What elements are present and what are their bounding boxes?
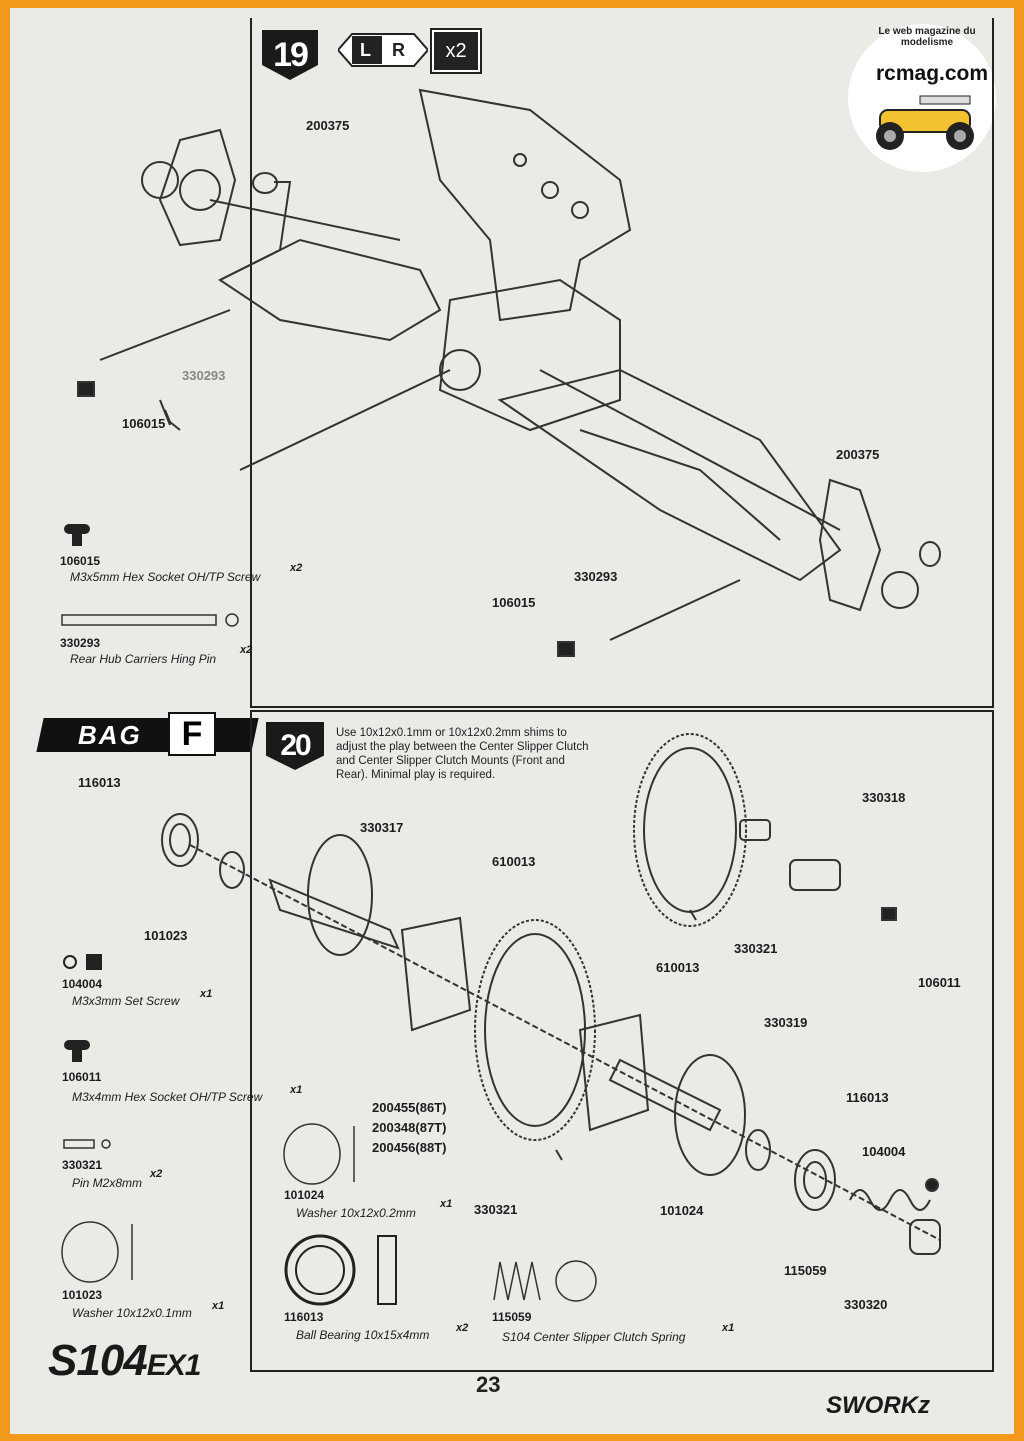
part-106015-name: M3x5mm Hex Socket OH/TP Screw [70, 570, 261, 584]
part-104004-number: 104004 [62, 977, 103, 991]
step20-note: Use 10x12x0.1mm or 10x12x0.2mm shims to … [336, 727, 589, 781]
part-330321-number: 330321 [62, 1158, 103, 1172]
callout-106015-right: 106015 [492, 595, 536, 610]
callout-101023: 101023 [144, 928, 188, 943]
maker-logo: SWORKz [826, 1392, 930, 1419]
callout-200375: 200375 [306, 118, 350, 133]
hinge-pin-icon [61, 613, 239, 627]
spring-icon [493, 1260, 597, 1302]
part-104004-qty: x1 [200, 988, 213, 1000]
part-101024-name: Washer 10x12x0.2mm [296, 1206, 416, 1220]
step20-frame [250, 710, 994, 1372]
part-116013-number: 116013 [284, 1310, 324, 1324]
part-101024-qty: x1 [440, 1198, 453, 1210]
bag-letter: F [168, 712, 216, 756]
callout-330293: 330293 [182, 368, 226, 383]
part-101023-qty: x1 [212, 1300, 225, 1312]
part-106011-number: 106011 [62, 1070, 102, 1084]
part-106015-number: 106015 [60, 554, 101, 568]
callout-101024: 101024 [660, 1203, 704, 1218]
part-116013-name: Ball Bearing 10x15x4mm [296, 1328, 430, 1342]
car-icon [876, 95, 974, 150]
pin-icon [63, 1139, 111, 1149]
callout-104004: 104004 [862, 1144, 906, 1159]
callout-116013-left: 116013 [78, 775, 121, 790]
callout-115059: 115059 [784, 1263, 827, 1278]
callout-610013-lower: 610013 [656, 960, 700, 975]
logo-tagline: Le web magazine du modelisme [878, 26, 976, 48]
callout-200456: 200456(88T) [372, 1140, 447, 1155]
product-brand: S104EX1 [48, 1336, 201, 1385]
callout-330317: 330317 [360, 820, 404, 835]
part-106015-qty: x2 [290, 562, 303, 574]
part-330293-name: Rear Hub Carriers Hing Pin [70, 652, 217, 666]
part-104004-name: M3x3mm Set Screw [72, 994, 180, 1008]
lr-left: L [360, 40, 371, 60]
hex-screw-icon [64, 524, 90, 546]
callout-330319: 330319 [764, 1015, 808, 1030]
callout-106015: 106015 [122, 416, 166, 431]
step19-frame [250, 18, 994, 708]
callout-330320: 330320 [844, 1297, 888, 1312]
callout-200375-right: 200375 [836, 447, 880, 462]
slipper-clutch-diagram [161, 733, 941, 1255]
hex-screw-icon-2 [64, 1040, 90, 1062]
callout-200348: 200348(87T) [372, 1120, 447, 1135]
rear-suspension-diagram [77, 88, 941, 657]
part-115059-name: S104 Center Slipper Clutch Spring [502, 1330, 686, 1344]
part-330293-number: 330293 [60, 636, 101, 650]
part-330321-name: Pin M2x8mm [72, 1176, 143, 1190]
callout-330321-upper: 330321 [734, 941, 778, 956]
callout-330293-right: 330293 [574, 569, 618, 584]
page-number: 23 [476, 1372, 501, 1397]
callout-200455: 200455(86T) [372, 1100, 447, 1115]
callout-330318: 330318 [862, 790, 906, 805]
part-106011-name: M3x4mm Hex Socket OH/TP Screw [72, 1090, 263, 1104]
callout-116013-right: 116013 [846, 1090, 889, 1105]
multiplier-badge: x2 [430, 28, 482, 74]
part-116013-qty: x2 [456, 1322, 469, 1334]
washer-icon [61, 1221, 133, 1283]
ball-bearing-icon [284, 1234, 397, 1306]
callout-610013-upper: 610013 [492, 854, 536, 869]
callout-330321-lower: 330321 [474, 1202, 518, 1217]
logo-site: rcmag.com [876, 62, 989, 85]
left-right-icon [338, 33, 428, 67]
part-106011-qty: x1 [290, 1084, 303, 1096]
part-101023-number: 101023 [62, 1288, 103, 1302]
callout-106011: 106011 [918, 975, 961, 990]
part-330321-qty: x2 [150, 1168, 163, 1180]
set-screw-icon [63, 954, 102, 970]
bag-label: BAG [78, 720, 142, 750]
lr-right: R [392, 40, 405, 60]
part-115059-number: 115059 [492, 1310, 532, 1324]
part-330293-qty: x2 [240, 644, 253, 656]
part-101023-name: Washer 10x12x0.1mm [72, 1306, 192, 1320]
part-101024-number: 101024 [284, 1188, 325, 1202]
part-115059-qty: x1 [722, 1322, 735, 1334]
washer-icon-2 [283, 1123, 355, 1185]
